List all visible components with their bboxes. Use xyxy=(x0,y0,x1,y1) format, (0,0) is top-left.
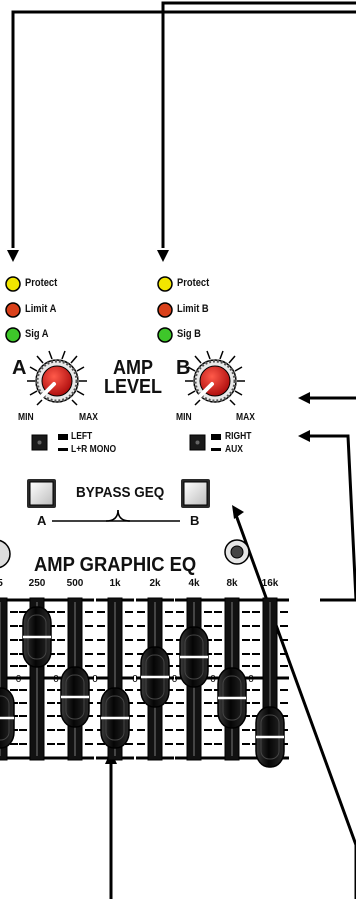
callout-arrowheads-top xyxy=(7,250,169,262)
eq-fader-cap-4k[interactable] xyxy=(180,627,208,687)
eq-fader-cap-2k[interactable] xyxy=(141,647,169,707)
switch-a-bottom-label: L+R MONO xyxy=(71,444,116,455)
bypass-a-label: A xyxy=(37,513,46,528)
limit-led-a xyxy=(6,303,20,317)
eq-band-label-2k: 2k xyxy=(140,578,170,589)
protect-label-a: Protect xyxy=(25,277,57,289)
eq-fader-500[interactable] xyxy=(56,598,94,760)
eq-fader-cap-16k[interactable] xyxy=(256,707,284,767)
eq-zero-mark: 0 xyxy=(132,674,138,685)
eq-fader-1k[interactable] xyxy=(96,598,134,760)
switch-b-top-label: RIGHT xyxy=(225,431,251,442)
sig-led-b xyxy=(158,328,172,342)
eq-zero-mark: 0 xyxy=(210,674,216,685)
eq-band-label-8k: 8k xyxy=(217,578,247,589)
eq-band-label-4k: 4k xyxy=(179,578,209,589)
limit-label-a: Limit A xyxy=(25,303,56,315)
eq-fader-16k[interactable] xyxy=(251,598,289,767)
sig-label-a: Sig A xyxy=(25,328,49,340)
eq-fader-cap-500[interactable] xyxy=(61,667,89,727)
eq-zero-mark: 0 xyxy=(92,674,98,685)
sig-led-a xyxy=(6,328,20,342)
protect-led-a xyxy=(6,277,20,291)
limit-label-b: Limit B xyxy=(177,303,209,315)
bypass-geq-label: BYPASS GEQ xyxy=(76,484,164,501)
knob-a-max-label: MAX xyxy=(79,412,98,423)
amp-level-knob-b[interactable] xyxy=(185,351,245,405)
eq-fader-250[interactable] xyxy=(18,598,56,760)
nut-right xyxy=(225,540,249,564)
knob-b-min-label: MIN xyxy=(176,412,192,423)
amp-level-line2: LEVEL xyxy=(101,378,166,397)
callout-lines-right xyxy=(236,398,356,899)
eq-zero-mark: 0 xyxy=(172,674,178,685)
sig-label-b: Sig B xyxy=(177,328,201,340)
eq-band-label-250: 250 xyxy=(22,578,52,589)
bypass-geq-button-b[interactable] xyxy=(181,479,210,508)
eq-band-label-16k: 16k xyxy=(255,578,285,589)
eq-fader-cap-5[interactable] xyxy=(0,688,14,748)
knob-b-max-label: MAX xyxy=(236,412,255,423)
eq-zero-mark: 0 xyxy=(16,674,22,685)
protect-led-b xyxy=(158,277,172,291)
knob-b-letter: B xyxy=(176,357,190,380)
eq-title: AMP GRAPHIC EQ xyxy=(34,554,196,577)
eq-fader-area: 0 0 0 0 0 0 0 xyxy=(0,598,289,767)
right-aux-switch[interactable] xyxy=(190,435,205,450)
bypass-bracket xyxy=(52,510,180,521)
left-mono-switch[interactable] xyxy=(32,435,47,450)
eq-band-label-1k: 1k xyxy=(100,578,130,589)
switch-b-bottom-label: AUX xyxy=(225,444,243,455)
eq-fader-cap-250[interactable] xyxy=(23,607,51,667)
amp-level-title: AMP LEVEL xyxy=(101,359,166,397)
eq-fader-8k[interactable] xyxy=(213,598,251,760)
eq-band-label-5: 5 xyxy=(0,578,15,589)
eq-fader-4k[interactable] xyxy=(175,598,213,760)
eq-zero-mark: 0 xyxy=(248,674,254,685)
eq-fader-cap-1k[interactable] xyxy=(101,688,129,748)
nut-left xyxy=(0,540,10,568)
eq-fader-cap-8k[interactable] xyxy=(218,668,246,728)
eq-band-label-500: 500 xyxy=(60,578,90,589)
switch-a-top-label: LEFT xyxy=(71,431,92,442)
callout-line-bottom xyxy=(105,751,117,899)
callout-lines-top xyxy=(13,3,356,248)
bypass-geq-button-a[interactable] xyxy=(27,479,56,508)
knob-a-letter: A xyxy=(12,357,26,380)
protect-label-b: Protect xyxy=(177,277,209,289)
limit-led-b xyxy=(158,303,172,317)
eq-fader-2k[interactable] xyxy=(136,598,174,760)
amp-level-knob-a[interactable] xyxy=(27,351,87,405)
knob-a-min-label: MIN xyxy=(18,412,34,423)
bypass-b-label: B xyxy=(190,513,199,528)
eq-zero-mark: 0 xyxy=(53,674,59,685)
